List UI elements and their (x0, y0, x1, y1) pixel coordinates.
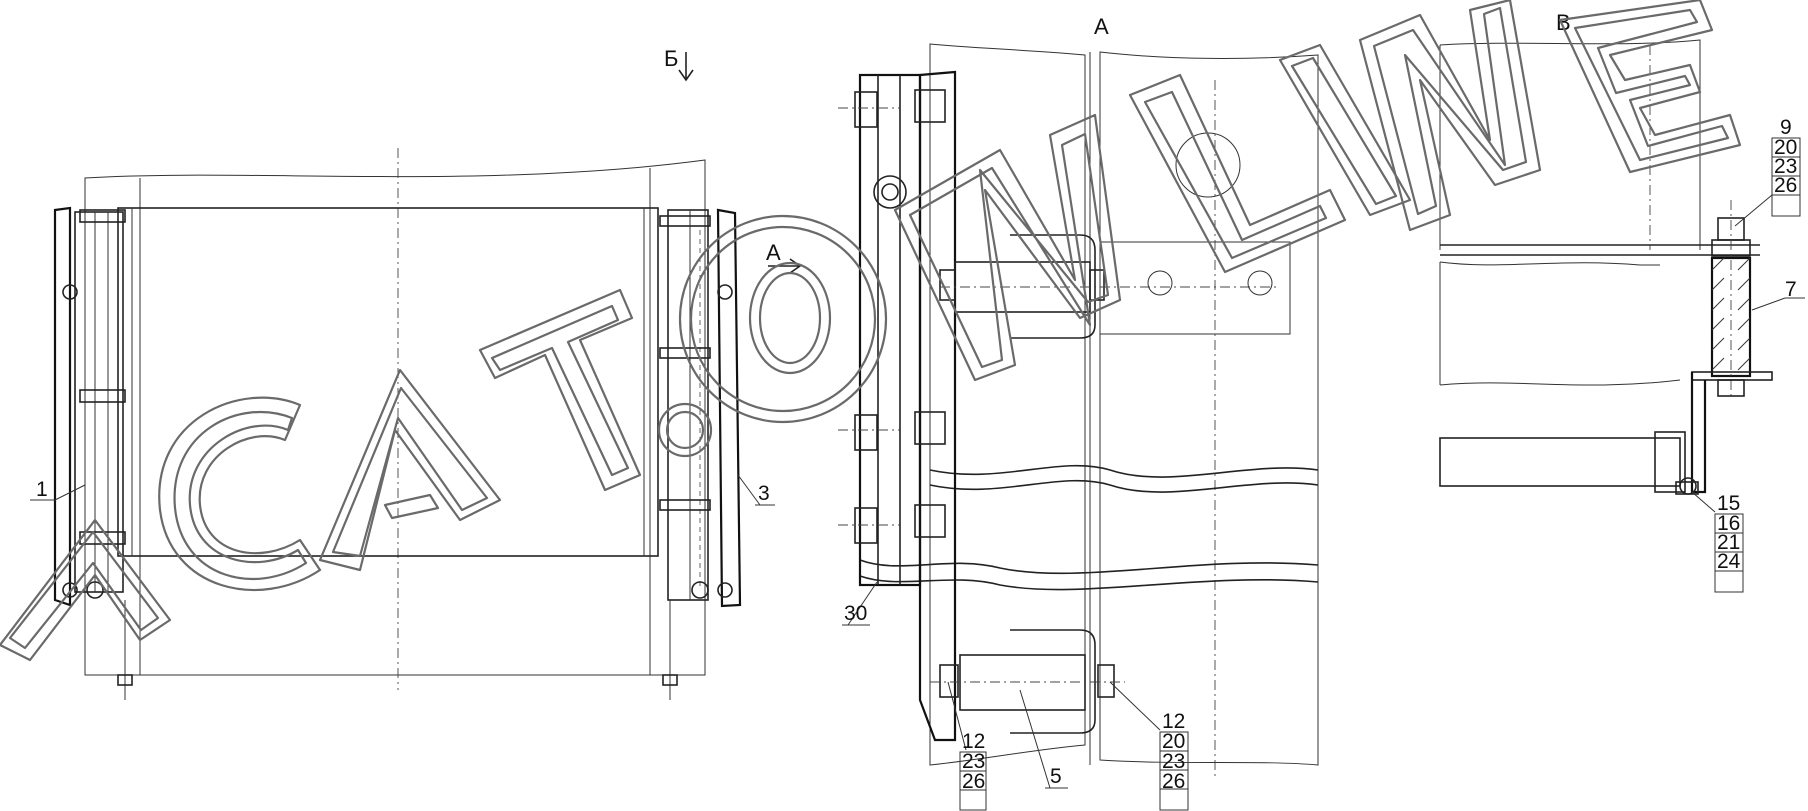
svg-text:23: 23 (1162, 750, 1185, 773)
svg-text:5: 5 (1050, 765, 1062, 788)
svg-text:20: 20 (1162, 730, 1185, 753)
watermark-logo (0, 0, 1742, 662)
svg-text:26: 26 (1774, 174, 1797, 197)
svg-text:30: 30 (844, 602, 867, 625)
svg-text:20: 20 (1774, 136, 1797, 159)
callout-stack-bottom: 15 16 21 24 (1691, 491, 1744, 593)
left-view-radiator (53, 148, 742, 700)
view-b-label: Б (664, 46, 678, 71)
svg-text:12: 12 (962, 730, 985, 753)
svg-text:15: 15 (1717, 492, 1740, 515)
svg-text:12: 12 (1162, 710, 1185, 733)
svg-text:26: 26 (962, 770, 985, 793)
view-a-title: А (1094, 14, 1109, 39)
view-a-label: А (766, 240, 781, 265)
svg-text:16: 16 (1717, 512, 1740, 535)
svg-text:9: 9 (1780, 116, 1792, 139)
view-v-title: В (1556, 10, 1571, 35)
callout-stack-top: 9 20 23 26 (1734, 116, 1801, 227)
callout-7: 7 (1751, 278, 1805, 311)
svg-text:21: 21 (1717, 531, 1740, 554)
callout-stack-right: 12 20 23 26 (1109, 681, 1189, 811)
svg-text:23: 23 (962, 750, 985, 773)
svg-text:1: 1 (36, 478, 48, 501)
svg-text:23: 23 (1774, 155, 1797, 178)
view-a-arrow: А (766, 240, 802, 274)
callout-stack-left: 12 23 26 (947, 681, 987, 811)
svg-text:7: 7 (1785, 278, 1797, 301)
callout-5: 5 (1019, 689, 1068, 789)
callout-1: 1 (30, 478, 86, 501)
view-v-detail: В (1439, 10, 1773, 495)
callout-3: 3 (737, 474, 775, 506)
svg-text:24: 24 (1717, 550, 1741, 573)
callout-30: 30 (842, 581, 878, 626)
svg-text:26: 26 (1162, 770, 1185, 793)
view-b-arrow: Б (664, 46, 694, 82)
view-a-section: А (838, 14, 1319, 780)
svg-text:3: 3 (758, 482, 770, 505)
